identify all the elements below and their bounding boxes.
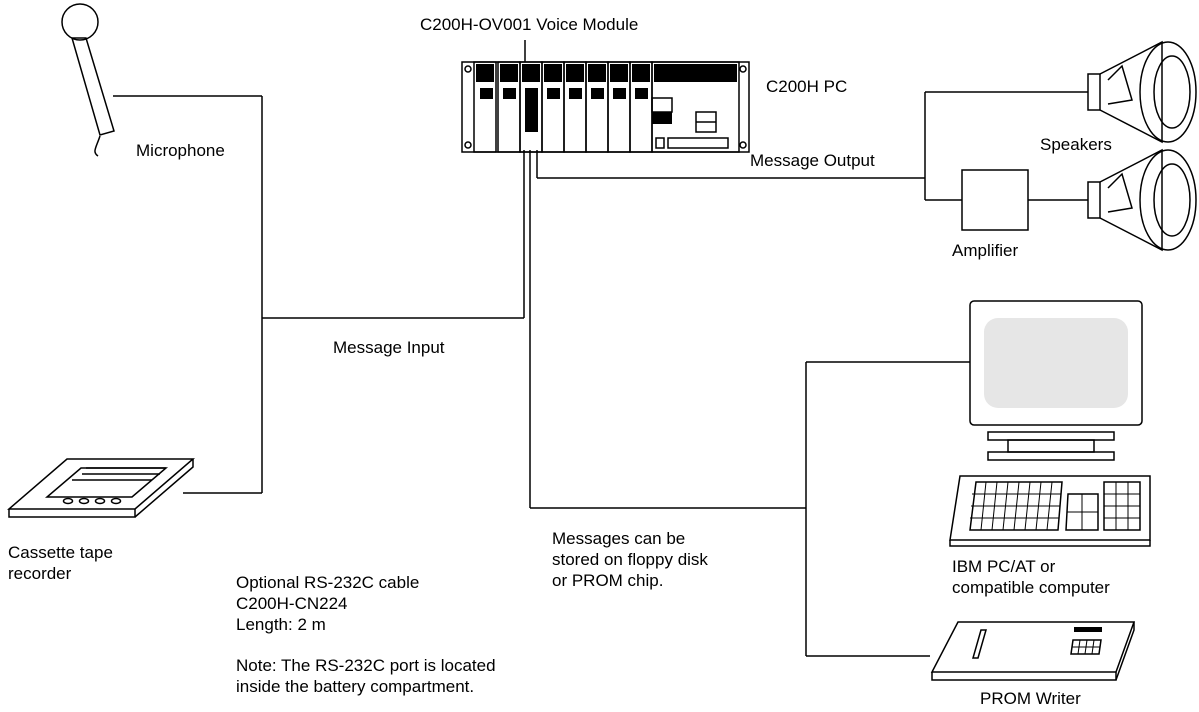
plc-rack-icon bbox=[461, 61, 750, 153]
prom-writer-slot bbox=[1074, 627, 1102, 632]
port-note-line-1: Note: The RS-232C port is located bbox=[236, 656, 496, 675]
microphone-label: Microphone bbox=[136, 141, 225, 160]
cassette-label-line-1: Cassette tape bbox=[8, 543, 113, 562]
speakers-label: Speakers bbox=[1040, 135, 1112, 154]
cassette-label-line-2: recorder bbox=[8, 564, 72, 583]
amplifier-label: Amplifier bbox=[952, 241, 1019, 260]
storage-note-line-1: Messages can be bbox=[552, 529, 686, 548]
speaker-icon bbox=[1087, 148, 1197, 252]
plc-rack-details bbox=[476, 64, 737, 132]
speaker-icon bbox=[1087, 40, 1197, 144]
cassette-label: Cassette tape recorder bbox=[8, 542, 113, 584]
cassette-recorder-icon bbox=[6, 458, 196, 518]
cable-label: Optional RS-232C cable C200H-CN224 Lengt… bbox=[236, 572, 419, 635]
connection-lines bbox=[113, 40, 1088, 657]
prom-writer-label: PROM Writer bbox=[980, 689, 1081, 708]
computer-monitor-icon bbox=[969, 300, 1143, 461]
computer-label: IBM PC/AT or compatible computer bbox=[952, 556, 1110, 598]
storage-note: Messages can be stored on floppy disk or… bbox=[552, 528, 708, 591]
cable-label-line-3: Length: 2 m bbox=[236, 615, 326, 634]
port-note: Note: The RS-232C port is located inside… bbox=[236, 655, 496, 697]
microphone-icon bbox=[61, 3, 115, 157]
port-note-line-2: inside the battery compartment. bbox=[236, 677, 475, 696]
voice-module-label: C200H-OV001 Voice Module bbox=[420, 15, 639, 34]
keyboard-icon bbox=[949, 475, 1151, 547]
storage-note-line-2: stored on floppy disk bbox=[552, 550, 708, 569]
storage-note-line-3: or PROM chip. bbox=[552, 571, 664, 590]
cable-label-line-1: Optional RS-232C cable bbox=[236, 573, 420, 592]
computer-label-line-1: IBM PC/AT or bbox=[952, 557, 1056, 576]
amplifier-icon bbox=[961, 169, 1029, 231]
message-output-label: Message Output bbox=[750, 151, 875, 170]
message-input-label: Message Input bbox=[333, 338, 445, 357]
monitor-screen bbox=[984, 318, 1128, 408]
cable-label-line-2: C200H-CN224 bbox=[236, 594, 348, 613]
pc-label: C200H PC bbox=[766, 77, 848, 96]
prom-writer-icon bbox=[930, 621, 1136, 681]
computer-label-line-2: compatible computer bbox=[952, 578, 1110, 597]
